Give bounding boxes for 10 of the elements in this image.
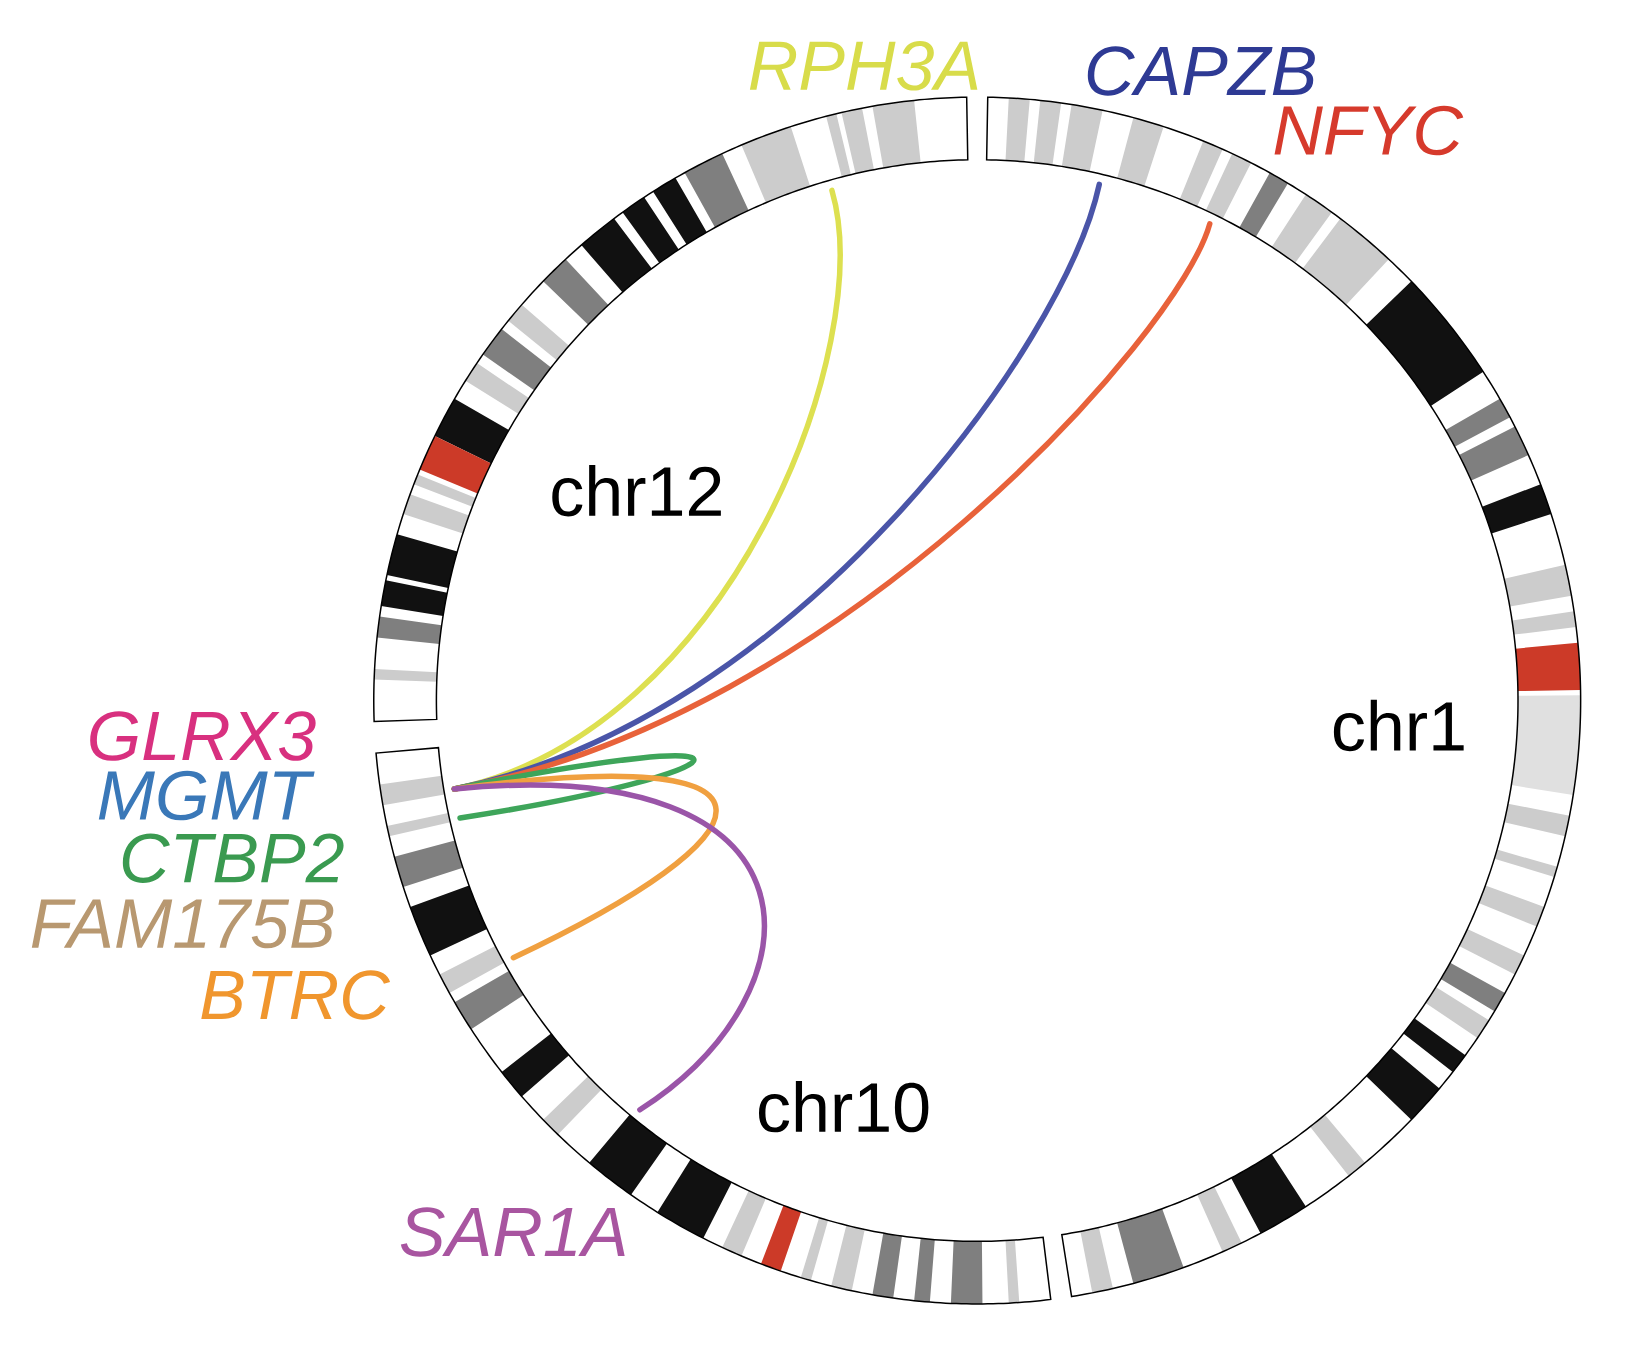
gene-label: RPH3A: [749, 41, 978, 91]
gene-label: FAM175B: [31, 899, 334, 949]
gene-label: CTBP2: [122, 833, 344, 883]
gene-label: CAPZB: [1087, 46, 1315, 96]
gene-label: NFYC: [1274, 105, 1464, 156]
link-ribbon: [451, 782, 768, 1113]
chromosome-ideogram: chr12: [373, 96, 969, 723]
gene-label: MGMT: [98, 770, 315, 821]
gene-label: SAR1A: [400, 1207, 625, 1257]
gene-label: GLRX3: [90, 711, 316, 761]
